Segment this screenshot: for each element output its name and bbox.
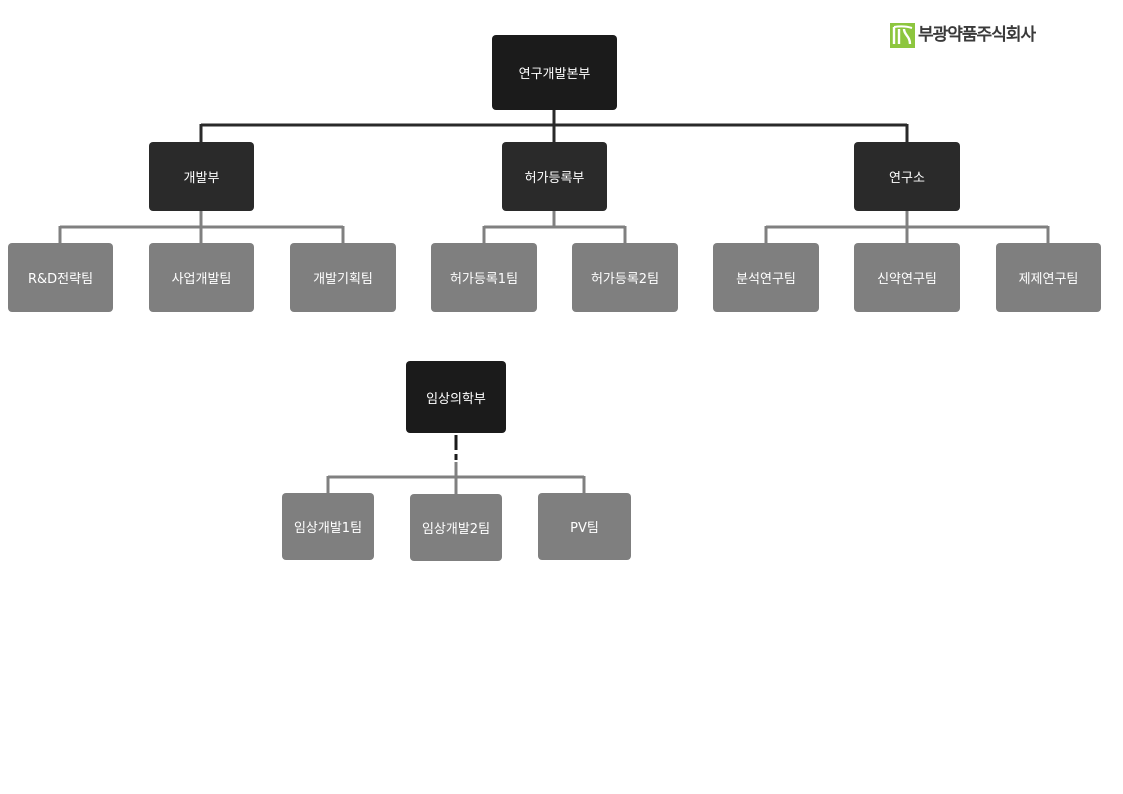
department-label: 임상의학부 bbox=[426, 391, 486, 407]
team-box[interactable]: 개발기획팀 bbox=[290, 243, 396, 312]
team-label: R&D전략팀 bbox=[27, 272, 94, 287]
team-label: 임상개발2팀 bbox=[421, 522, 491, 537]
team-label: 제제연구팀 bbox=[1018, 272, 1079, 287]
team-box[interactable]: 허가등록2팀 bbox=[572, 243, 678, 312]
team-box[interactable]: PV팀 bbox=[538, 493, 631, 560]
team-box[interactable]: 제제연구팀 bbox=[996, 243, 1101, 312]
org-head-label: 연구개발본부 bbox=[518, 67, 591, 82]
team-box[interactable]: 허가등록1팀 bbox=[431, 243, 537, 312]
department-label: 허가등록부 bbox=[524, 171, 585, 186]
department-box-regulatory[interactable]: 허가등록부 bbox=[502, 142, 607, 211]
department-label: 연구소 bbox=[889, 171, 925, 186]
department-box-dev[interactable]: 개발부 bbox=[149, 142, 254, 211]
department-label: 개발부 bbox=[183, 171, 220, 186]
company-logo: 부광약품주식회사 bbox=[890, 23, 1036, 48]
team-label: 분석연구팀 bbox=[736, 272, 796, 287]
team-box[interactable]: R&D전략팀 bbox=[8, 243, 113, 312]
department-box-lab[interactable]: 연구소 bbox=[854, 142, 960, 211]
team-label: 임상개발1팀 bbox=[293, 521, 363, 536]
team-box[interactable]: 신약연구팀 bbox=[854, 243, 960, 312]
team-label: 허가등록2팀 bbox=[590, 272, 660, 287]
team-label: 신약연구팀 bbox=[877, 272, 937, 287]
team-label: 사업개발팀 bbox=[171, 272, 232, 287]
team-label: 허가등록1팀 bbox=[449, 272, 519, 287]
org-head-box[interactable]: 연구개발본부 bbox=[492, 35, 617, 110]
team-label: 개발기획팀 bbox=[313, 272, 373, 287]
team-box[interactable]: 사업개발팀 bbox=[149, 243, 254, 312]
department-box-clinical[interactable]: 임상의학부 bbox=[406, 361, 506, 433]
bukwang-logo-icon bbox=[890, 23, 915, 48]
head-connectors bbox=[199, 110, 909, 142]
team-connectors bbox=[58, 211, 1050, 494]
company-name: 부광약품주식회사 bbox=[918, 25, 1036, 45]
team-label: PV팀 bbox=[570, 521, 599, 536]
team-box[interactable]: 분석연구팀 bbox=[713, 243, 819, 312]
team-box[interactable]: 임상개발2팀 bbox=[410, 494, 502, 561]
team-box[interactable]: 임상개발1팀 bbox=[282, 493, 374, 560]
